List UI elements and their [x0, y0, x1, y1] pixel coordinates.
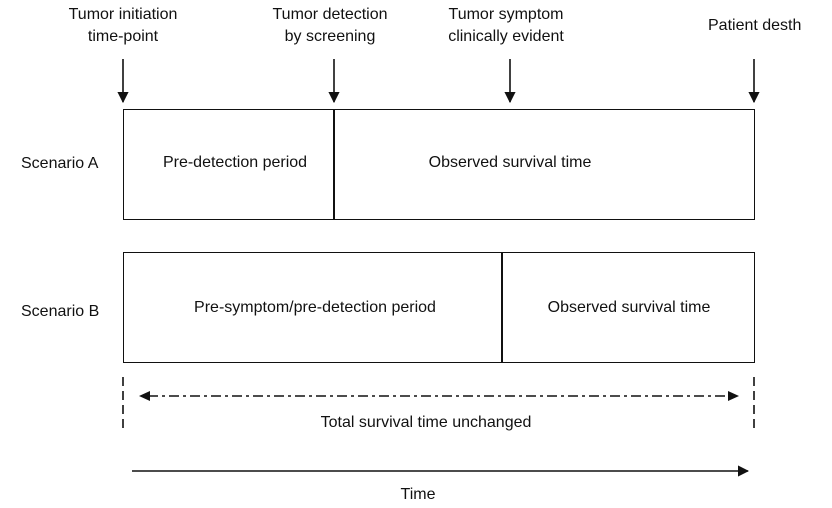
milestone-tumor-initiation-line1: Tumor initiation — [68, 6, 178, 23]
total-survival-label: Total survival time unchanged — [320, 414, 532, 431]
milestone-tumor-initiation-line2: time-point — [87, 28, 159, 45]
scenario-a-label: Scenario A — [21, 155, 99, 172]
scenario-a-pre-detection-text: Pre-detection period — [162, 154, 308, 171]
time-axis-label: Time — [400, 486, 436, 503]
total-survival-left-arrowhead — [139, 391, 150, 401]
milestone-tumor-symptom-line2: clinically evident — [448, 28, 564, 45]
scenario-a-observed-survival-text: Observed survival time — [428, 154, 592, 171]
scenario-b-observed-survival-box — [501, 252, 755, 363]
milestone-tumor-detection-line1: Tumor detection — [272, 6, 388, 23]
scenario-a-observed-survival-box — [333, 109, 755, 220]
milestone-tumor-detection-label: Tumor detection by screening — [272, 4, 387, 48]
milestone-tumor-initiation-label: Tumor initiation time-point — [69, 4, 178, 48]
scenario-a-pre-detection-box — [123, 109, 335, 220]
total-survival-right-arrowhead — [728, 391, 739, 401]
milestone-tumor-symptom-line1: Tumor symptom — [448, 6, 564, 23]
scenario-b-pre-symptom-box — [123, 252, 503, 363]
milestone-patient-death-line1: Patient desth — [708, 17, 802, 34]
milestone-patient-death-label: Patient desth — [708, 15, 801, 37]
scenario-b-label: Scenario B — [21, 303, 100, 320]
scenario-b-pre-symptom-text: Pre-symptom/pre-detection period — [194, 299, 436, 316]
milestone-tumor-detection-line2: by screening — [284, 28, 376, 45]
scenario-b-observed-survival-text: Observed survival time — [547, 299, 711, 316]
milestone-tumor-symptom-label: Tumor symptom clinically evident — [448, 4, 564, 48]
